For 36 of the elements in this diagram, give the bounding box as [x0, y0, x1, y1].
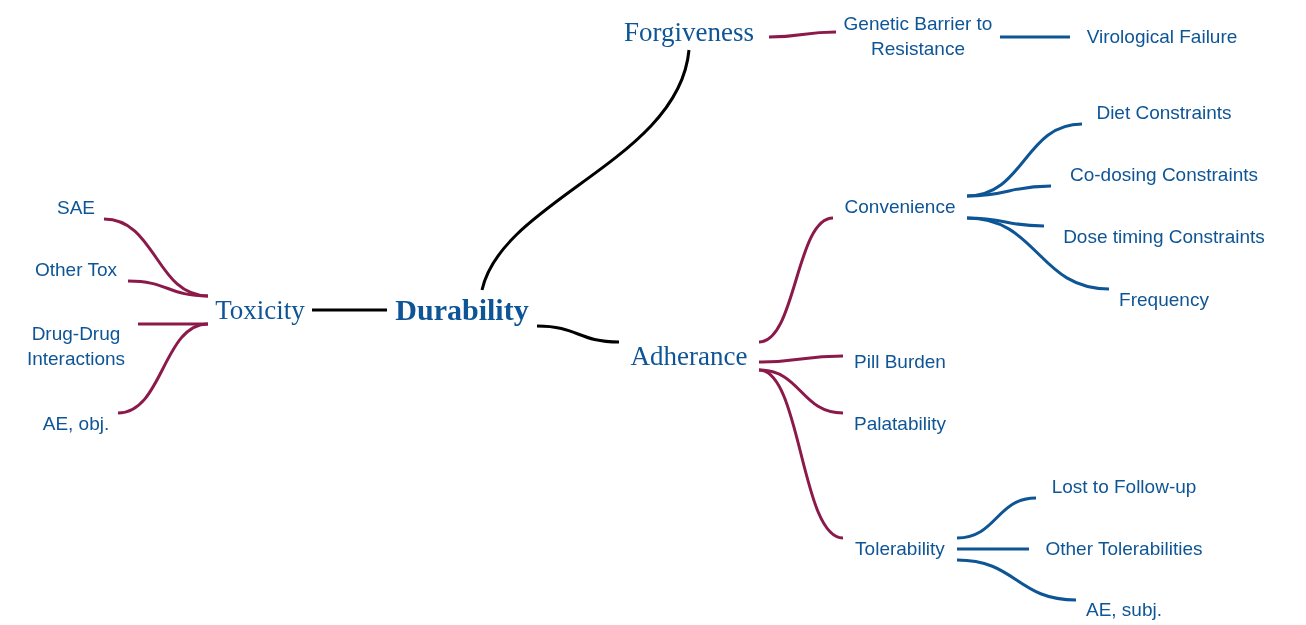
- topic-text: Co-dosing Constraints: [1051, 160, 1277, 190]
- topic-text: Frequency: [1109, 285, 1219, 315]
- topic-text: Diet Constraints: [1082, 98, 1246, 128]
- topic-text: AE, obj.: [34, 409, 118, 439]
- connector-line: [956, 496, 1037, 540]
- connector-line: [966, 216, 1110, 291]
- topic-text: Palatability: [843, 409, 957, 439]
- connector-line: [127, 279, 209, 298]
- connector-line: [758, 368, 844, 540]
- connector-line: [758, 216, 834, 344]
- topic-text: AE, subj.: [1076, 596, 1172, 624]
- topic-text: Forgiveness: [609, 14, 769, 50]
- connector-line: [956, 558, 1077, 602]
- topic-text: Other Tolerabilities: [1029, 534, 1219, 564]
- topic-text: Adherance: [619, 338, 759, 374]
- topic-text: Other Tox: [24, 255, 128, 285]
- topic-text: Tolerability: [843, 534, 957, 564]
- connector-line: [768, 30, 837, 39]
- topic-text: Convenience: [833, 192, 967, 222]
- topic-text: Virological Failure: [1070, 22, 1254, 52]
- connector-line: [312, 308, 387, 312]
- connector-line: [1000, 35, 1070, 39]
- topic-text: Toxicity: [208, 292, 312, 328]
- connector-line: [758, 354, 844, 364]
- connector-line: [536, 324, 620, 344]
- topic-text: SAE: [48, 193, 104, 223]
- connector-line: [117, 322, 209, 415]
- topic-text: Dose timing Constraints: [1044, 222, 1284, 252]
- connector-line: [966, 184, 1052, 198]
- connector-line: [957, 547, 1029, 551]
- topic-text: Genetic Barrier to Resistance: [836, 9, 1000, 65]
- topic-text: Drug-Drug Interactions: [14, 320, 138, 374]
- topic-text: Durability: [387, 290, 537, 330]
- connector-line: [480, 49, 691, 291]
- topic-text: Lost to Follow-up: [1036, 472, 1212, 502]
- topic-text: Pill Burden: [843, 347, 957, 377]
